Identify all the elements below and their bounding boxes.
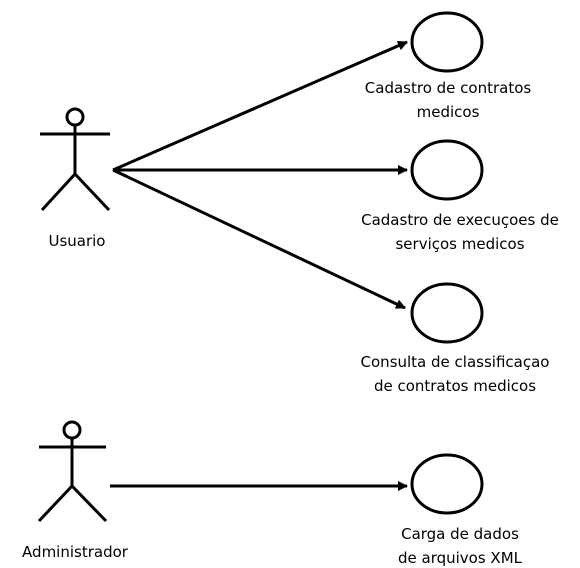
association-usuario-uc1 (112, 40, 408, 172)
use-case-label-uc4-line2: de arquivos XML (398, 549, 523, 567)
actor-usuario (40, 107, 111, 212)
use-case-ellipse-uc1 (410, 11, 484, 73)
actor-usuario-head (65, 107, 85, 127)
association-usuario-uc3 (112, 168, 406, 310)
use-case-label-uc4-line1: Carga de dados (401, 525, 519, 543)
use-case-ellipse-uc3 (410, 282, 484, 344)
actor-label-usuario: Usuario (48, 232, 105, 250)
actor-label-administrador: Administrador (22, 543, 129, 561)
use-case-label-uc3-line2: de contratos medicos (374, 377, 536, 395)
use-case-label-uc2-line2: serviços medicos (395, 235, 524, 253)
use-case-ellipse-uc2 (410, 139, 484, 201)
use-case-label-uc2-line1: Cadastro de execuçoes de (361, 211, 559, 229)
use-case-label-uc3-line1: Consulta de classificaçao (361, 353, 550, 371)
use-case-label-uc1-line1: Cadastro de contratos (365, 79, 532, 97)
actor-administrador-head (62, 420, 82, 440)
use-case-label-uc1-line2: medicos (417, 103, 480, 121)
use-case-ellipse-uc4 (410, 453, 484, 515)
actor-administrador (37, 420, 108, 523)
